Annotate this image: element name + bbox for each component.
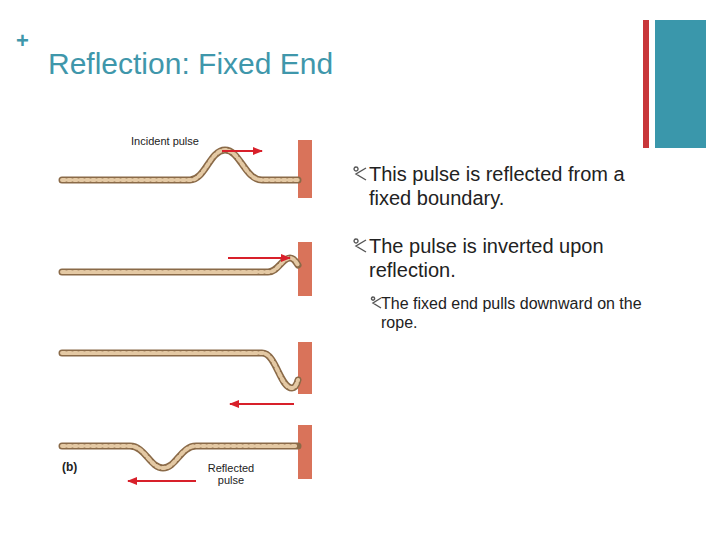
ropes <box>62 150 298 468</box>
title-plus: + <box>16 28 29 54</box>
reflected-label: Reflected pulse <box>200 462 262 486</box>
incident-label: Incident pulse <box>130 135 200 147</box>
bullet-text: The pulse is inverted upon reflection. <box>369 234 669 282</box>
figure-tag: (b) <box>62 460 77 474</box>
bullet-text: This pulse is reflected from a fixed bou… <box>369 162 631 210</box>
red-bar <box>643 20 649 148</box>
fixed-walls <box>298 140 312 479</box>
sub-bullet-text: The fixed end pulls downward on the rope… <box>381 294 671 332</box>
teal-block <box>655 20 706 148</box>
slide-title: Reflection: Fixed End <box>48 46 333 82</box>
direction-arrows <box>128 151 294 481</box>
